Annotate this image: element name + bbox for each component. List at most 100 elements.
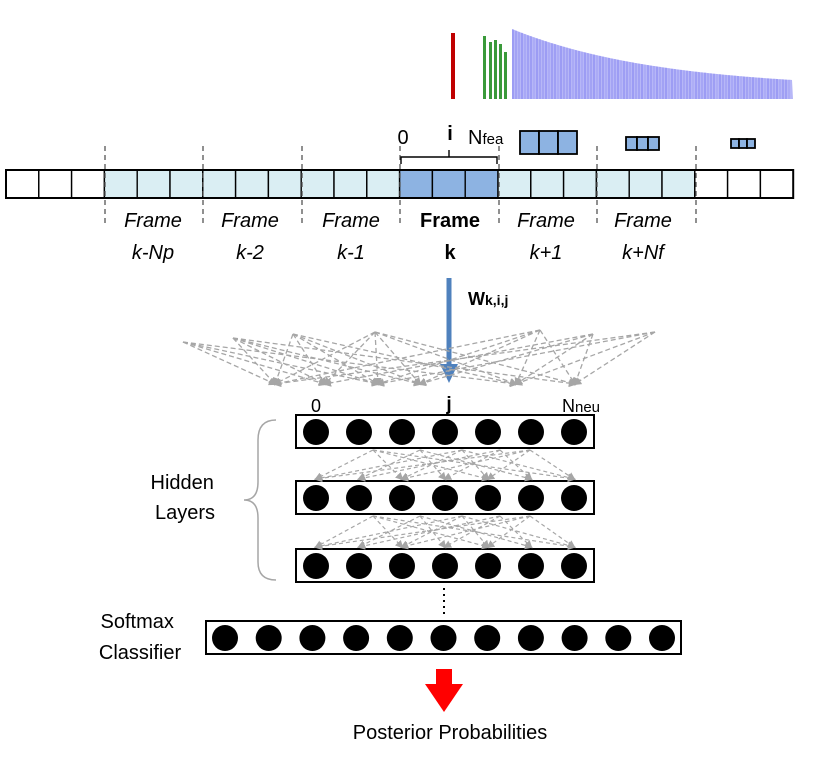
input-connection <box>232 337 577 388</box>
frame-cell <box>726 169 762 199</box>
feature-box-cell <box>519 130 540 155</box>
frame-cell <box>431 169 466 199</box>
frame-cell <box>398 169 434 199</box>
neuron <box>346 553 372 579</box>
layer-connection <box>486 515 531 549</box>
layer-connection <box>357 449 421 481</box>
layer-connection <box>443 515 501 548</box>
frame-cell <box>169 169 204 199</box>
feature-box-cell <box>647 136 660 151</box>
softmax-neuron <box>299 625 326 651</box>
frame-label-index-4: k+1 <box>530 242 563 264</box>
input-connection <box>376 331 656 387</box>
input-connection <box>273 331 376 385</box>
frame-cell <box>694 169 729 199</box>
neuron <box>475 485 501 511</box>
input-connection <box>514 333 594 386</box>
neuron <box>518 553 544 579</box>
output-arrow <box>425 669 463 712</box>
input-connection <box>514 329 541 386</box>
weight-label: Wk,i,j <box>468 289 508 309</box>
neuron <box>303 553 329 579</box>
layer-connection <box>357 449 501 482</box>
input-connection <box>182 341 380 387</box>
feature-box-cell <box>738 138 748 149</box>
frame-cell <box>497 169 532 199</box>
neuron-index-j: j <box>445 394 451 415</box>
neuron <box>561 553 587 579</box>
feature-spectrum <box>451 29 793 99</box>
input-connection <box>418 329 541 386</box>
softmax-neuron <box>255 625 282 651</box>
spectrum-green-bar <box>504 52 507 99</box>
softmax-neuron <box>605 625 632 651</box>
neuron <box>389 553 415 579</box>
feature-index-start: 0 <box>397 127 408 149</box>
layer-connection <box>314 449 374 480</box>
layer-connection <box>419 515 533 550</box>
layer-connection <box>486 449 531 481</box>
neuron <box>303 485 329 511</box>
frame-label-1: Frame <box>221 210 279 232</box>
input-connection <box>232 337 327 385</box>
frame-cell <box>759 169 794 199</box>
neuron <box>475 553 501 579</box>
frame-cell <box>38 169 73 199</box>
input-connection <box>376 329 541 386</box>
frame-strip-border <box>5 169 795 199</box>
softmax-layer <box>205 620 682 655</box>
frame-label-index-1: k-2 <box>236 242 264 264</box>
frame-cell <box>562 169 598 199</box>
frame-cell <box>136 169 171 199</box>
frame-label-index-0: k-Np <box>132 242 174 264</box>
neuron <box>475 419 501 445</box>
frame-cell <box>333 169 368 199</box>
neuron <box>518 485 544 511</box>
layer-connection <box>400 515 531 550</box>
frame-label-index-2: k-1 <box>337 242 365 264</box>
hidden-layers-brace <box>243 419 277 581</box>
frame-label-0: Frame <box>124 210 182 232</box>
hidden-layer-1 <box>295 414 595 449</box>
input-connection <box>182 341 277 386</box>
frame-labels: Framek-NpFramek-2Framek-1FramekFramek+1F… <box>124 210 672 264</box>
softmax-neuron <box>561 625 588 651</box>
hidden-layer-3 <box>295 548 595 583</box>
input-connection <box>292 333 518 387</box>
spectrum-red-bar <box>451 33 455 99</box>
frame-cell <box>300 169 335 199</box>
layer-connection <box>419 449 447 481</box>
softmax-neuron <box>474 625 501 651</box>
feature-box-cell <box>538 130 559 155</box>
layer-connection <box>372 515 404 549</box>
neuron <box>561 419 587 445</box>
neuron <box>518 419 544 445</box>
input-connection <box>323 331 376 386</box>
softmax-neuron <box>517 625 544 651</box>
feature-box-cell <box>557 130 578 155</box>
spectrum-green-bar <box>489 42 492 99</box>
feature-index-end: Nfea <box>468 127 504 149</box>
input-connection <box>374 331 577 387</box>
layer-connection <box>314 449 463 482</box>
hidden-layer-2 <box>295 480 595 515</box>
softmax-neuron <box>343 625 370 651</box>
spectrum-blue-area <box>512 29 793 99</box>
neuron <box>432 419 458 445</box>
input-connection <box>292 333 422 386</box>
frame-cell <box>366 169 401 199</box>
feature-box-cell <box>625 136 638 151</box>
input-connection <box>232 337 422 387</box>
feature-box-cell <box>746 138 756 149</box>
feature-box-cell <box>636 136 649 151</box>
input-connections <box>182 329 656 388</box>
neuron <box>346 485 372 511</box>
neuron-index-end: Nneu <box>562 396 600 416</box>
input-connection <box>292 333 380 386</box>
frame-cell <box>234 169 270 199</box>
frame-label-index-3: k <box>444 242 456 264</box>
layer-connection <box>314 449 531 483</box>
softmax-classifier-label: Softmax Classifier <box>99 611 182 664</box>
frame-label-2: Frame <box>322 210 380 232</box>
